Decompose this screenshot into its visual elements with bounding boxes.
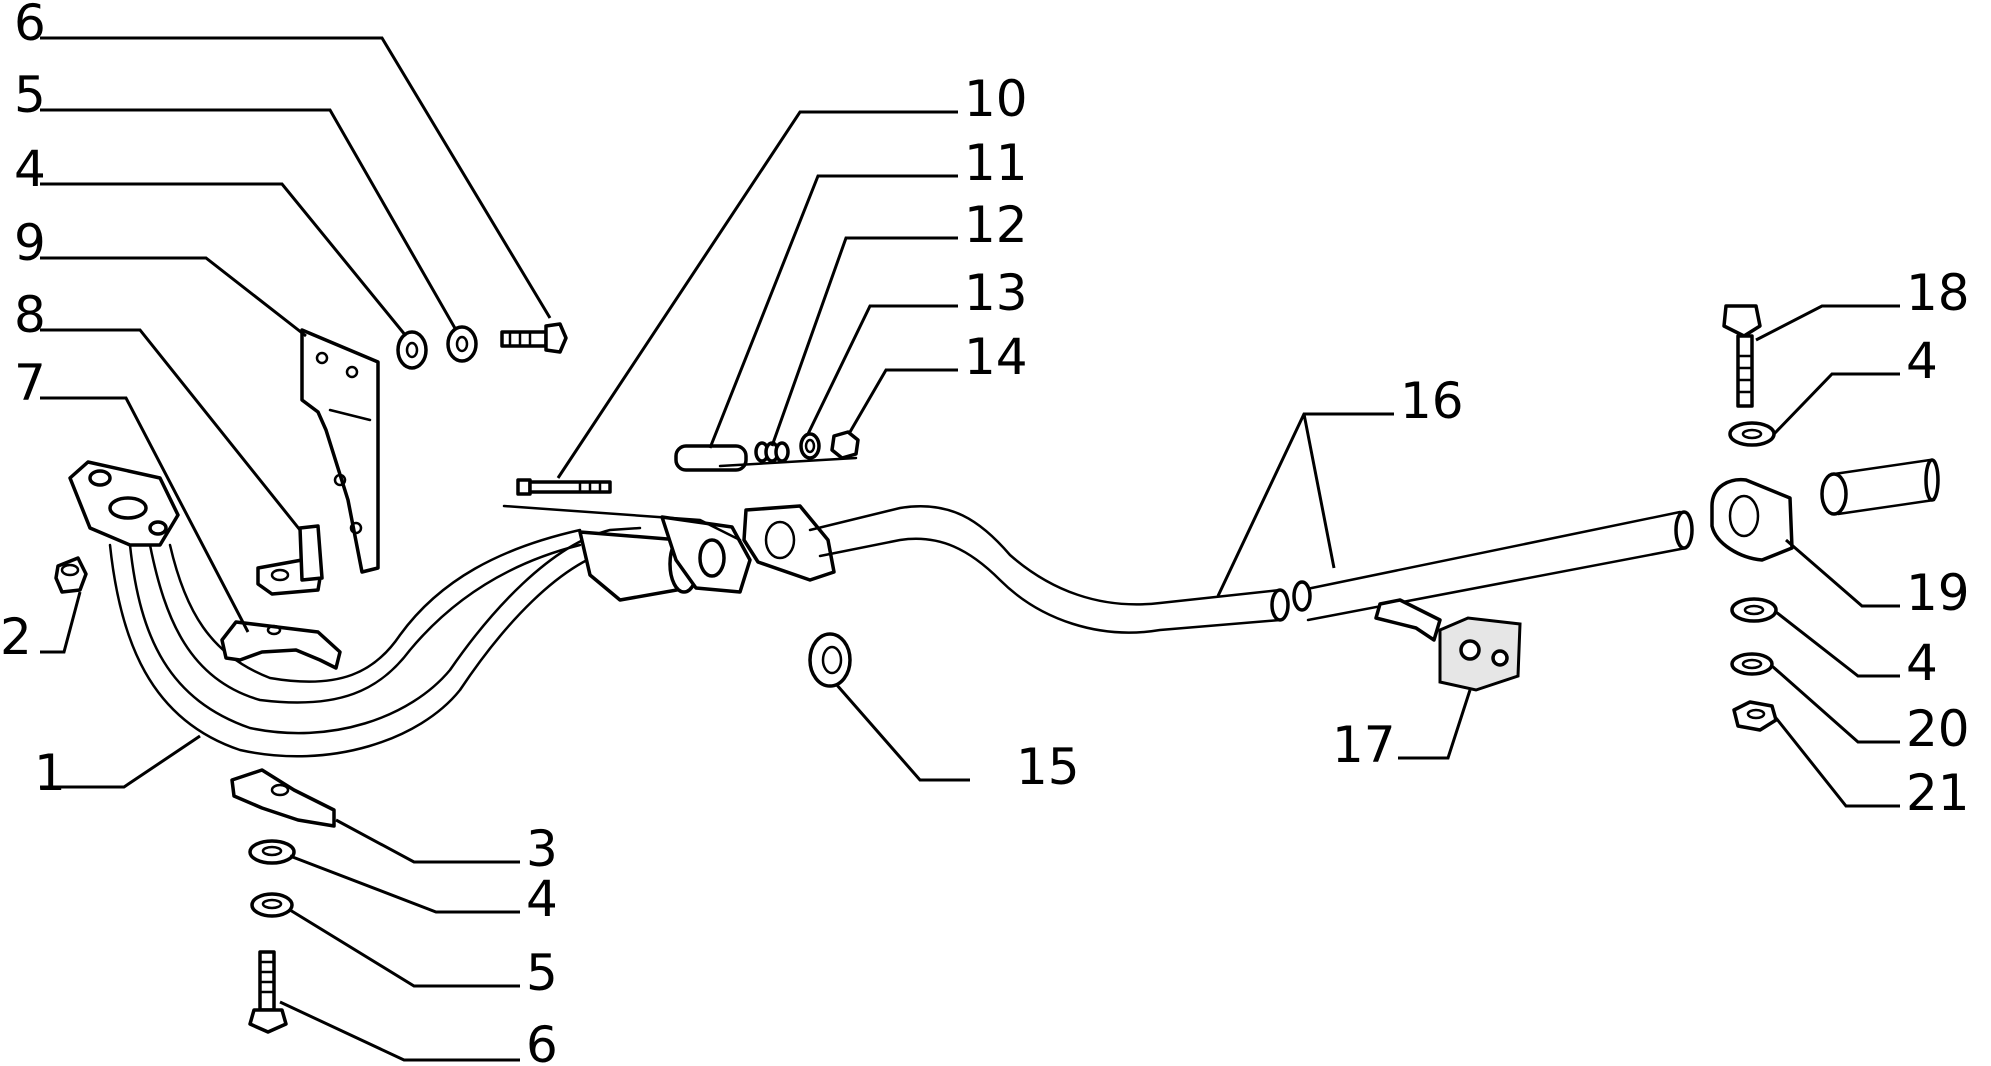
front-exhaust-pipe — [68, 460, 752, 758]
callout-label-15: 15 — [1016, 738, 1080, 796]
callout-label-6-top: 6 — [14, 0, 46, 52]
flat-washer-4-right-top — [1728, 421, 1776, 447]
callout-label-10: 10 — [964, 70, 1028, 128]
clamp-upper-7 — [220, 620, 342, 670]
callout-label-4-top: 4 — [14, 140, 46, 198]
callout-label-2: 2 — [0, 608, 32, 666]
pipe-clamp-19 — [1710, 477, 1794, 562]
washer-stack-12 — [754, 441, 790, 463]
callout-label-8: 8 — [14, 286, 46, 344]
callout-label-5-bottom: 5 — [526, 944, 558, 1002]
bolt-6-bottom — [248, 950, 288, 1034]
clamp-lower-3 — [230, 768, 336, 828]
flat-washer-4-right-bottom — [1730, 597, 1778, 623]
callout-label-1: 1 — [34, 744, 66, 802]
flat-washer-4-top — [396, 330, 428, 370]
callout-label-5-top: 5 — [14, 66, 46, 124]
rubber-hanger-17 — [1438, 616, 1522, 692]
callout-label-4-bottom: 4 — [526, 870, 558, 928]
long-bolt-10 — [516, 478, 612, 496]
callout-label-7: 7 — [14, 354, 46, 412]
mounting-bracket-9 — [300, 328, 380, 574]
gasket-ring-15 — [808, 632, 852, 688]
callout-label-12: 12 — [964, 196, 1028, 254]
bolt-6-top — [500, 322, 568, 354]
spring-washer-5-bottom — [250, 892, 294, 918]
callout-label-17: 17 — [1332, 716, 1396, 774]
flat-washer-4-bottom — [248, 839, 296, 865]
callout-label-6-bottom: 6 — [526, 1016, 558, 1066]
callout-label-3: 3 — [526, 820, 558, 878]
callout-label-14: 14 — [964, 328, 1028, 386]
callout-label-18: 18 — [1906, 264, 1970, 322]
callout-label-20: 20 — [1906, 700, 1970, 758]
callout-label-16: 16 — [1400, 372, 1464, 430]
callout-label-9: 9 — [14, 214, 46, 272]
spring-11 — [674, 444, 748, 472]
bracket-8 — [256, 524, 324, 596]
callout-label-21: 21 — [1906, 764, 1970, 822]
nut-2 — [54, 556, 88, 594]
callout-label-4-right-bottom: 4 — [1906, 634, 1938, 692]
spring-washer-20 — [1730, 652, 1774, 676]
leader-lines — [40, 36, 1900, 1062]
nut-14 — [830, 430, 860, 460]
tailpipe-sleeve — [1820, 458, 1940, 516]
callout-label-11: 11 — [964, 134, 1028, 192]
washer-13 — [799, 432, 821, 460]
callout-label-19: 19 — [1906, 564, 1970, 622]
intermediate-pipe-16 — [742, 504, 1694, 642]
spring-washer-5-top — [446, 325, 478, 363]
callout-label-4-right-top: 4 — [1906, 332, 1938, 390]
bolt-18 — [1722, 304, 1762, 408]
callout-label-13: 13 — [964, 264, 1028, 322]
nut-21 — [1732, 700, 1778, 732]
